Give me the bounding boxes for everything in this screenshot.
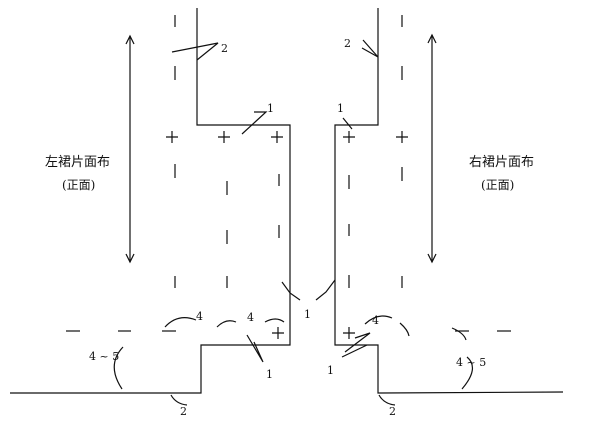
right-panel-title: 右裙片面布 (469, 155, 534, 170)
label-1-left-lower: 1 (266, 368, 273, 381)
label-range-left: 4 ~ 5 (89, 350, 119, 363)
label-2-left-bottom: 2 (180, 405, 187, 418)
label-1-right-lower: 1 (327, 364, 334, 377)
label-1-right-upper: 1 (337, 102, 344, 115)
label-4-left-b: 4 (247, 311, 254, 324)
label-2-left-top: 2 (221, 42, 228, 55)
label-1-left-upper: 1 (267, 102, 274, 115)
tick-marks (174, 15, 403, 288)
label-1-center: 1 (304, 308, 311, 321)
left-panel-subtitle: (正面) (62, 178, 95, 192)
label-range-right: 4 ~ 5 (456, 356, 486, 369)
label-2-right-top: 2 (344, 37, 351, 50)
left-skirt-outline (10, 8, 291, 394)
fold-curves (113, 315, 473, 406)
label-2-right-bottom: 2 (389, 405, 396, 418)
right-skirt-outline (334, 8, 564, 394)
left-panel-title: 左裙片面布 (45, 155, 110, 170)
label-4-left-a: 4 (196, 310, 203, 323)
notch-marks (171, 39, 379, 363)
right-grain-arrow (427, 33, 437, 264)
plus-marks (166, 131, 408, 339)
label-4-right: 4 (372, 314, 379, 327)
right-panel-subtitle: (正面) (481, 178, 514, 192)
left-grain-arrow (125, 34, 135, 264)
